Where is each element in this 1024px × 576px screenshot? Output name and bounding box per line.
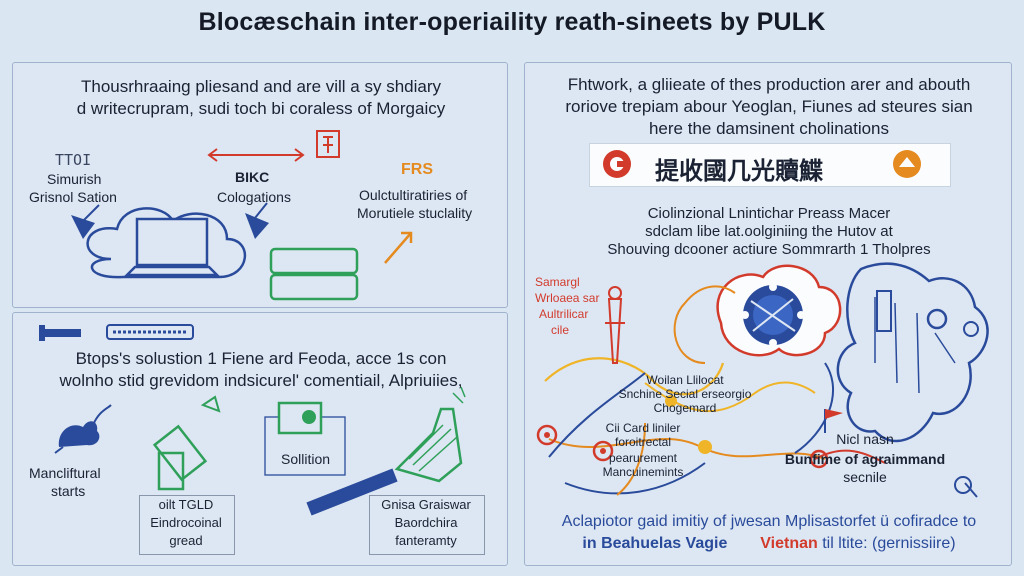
box1-line2: Eindrocoinal bbox=[150, 515, 222, 530]
footer-line2-c: til ltite: (gernissiire) bbox=[822, 535, 956, 552]
laptop-icon bbox=[123, 217, 221, 277]
map-low-label1: Cii Card liniler bbox=[605, 421, 681, 435]
footer-line2-b: Vietnan bbox=[760, 535, 818, 552]
box1-line1: oilt TGLD bbox=[158, 497, 214, 512]
cursor-icon bbox=[71, 215, 95, 239]
footer-line2-a: in Beahuelas Vagie bbox=[582, 535, 728, 552]
logo-orange-icon bbox=[893, 150, 921, 178]
panel-heading-line2: d writecrupram, sudi toch bi coraless of… bbox=[76, 99, 446, 118]
sticker-icon bbox=[152, 395, 221, 491]
box2-line2: Baordchira bbox=[394, 515, 458, 530]
page-title: Blocæschain inter-operiaility reath-sine… bbox=[198, 8, 826, 36]
footer-line1: Aclapiotor gaid imitiy of jwesan Mplisas… bbox=[561, 513, 977, 530]
box2-line3: fanteramty bbox=[395, 533, 457, 548]
node-mid-label: Cologations bbox=[217, 189, 291, 205]
flag-icon bbox=[824, 409, 843, 433]
node-right-label1: Oulctultiratiries of bbox=[359, 187, 468, 203]
key-icon bbox=[39, 325, 81, 341]
box1 bbox=[139, 495, 235, 555]
node-icon bbox=[536, 424, 558, 446]
globe-icon bbox=[741, 283, 805, 347]
building-icon bbox=[394, 386, 466, 483]
node-right-code: FRS bbox=[401, 161, 433, 178]
sub-line2: sdclam libe lat.oolginiing the Hutov at bbox=[645, 223, 893, 240]
node-left-code: TTOI bbox=[55, 151, 92, 169]
map-right-label2: Bunfime of agraimmand bbox=[784, 451, 946, 467]
map-left-label3: Aultrilicar bbox=[539, 307, 589, 321]
map-right-label1: Nicl nasn bbox=[836, 431, 894, 447]
box2-line1: Gnisa Graiswar bbox=[381, 497, 471, 512]
document-icon bbox=[316, 130, 340, 158]
panel-right: Fhtwork, a gliieate of thes production a… bbox=[524, 62, 1012, 566]
box2 bbox=[369, 495, 485, 555]
map-left-label2: Wrloaea sar bbox=[535, 291, 600, 305]
item1-label1: Mancliftural bbox=[29, 465, 101, 481]
top-left-illustration bbox=[71, 130, 413, 301]
panel-heading-line1: Fhtwork, a gliieate of thes production a… bbox=[567, 75, 971, 94]
lock-icon bbox=[277, 401, 323, 435]
node-left-label1: Simurish bbox=[47, 171, 102, 187]
map-left-label1: Samargl bbox=[535, 275, 580, 289]
logo-banner bbox=[589, 143, 951, 187]
item1-label2: starts bbox=[51, 483, 86, 499]
box1-line3: gread bbox=[169, 533, 203, 548]
map-left-label4: cile bbox=[551, 323, 570, 337]
bottom-left-illustration bbox=[39, 324, 466, 516]
node-icon bbox=[698, 440, 712, 454]
arrow-icon bbox=[964, 482, 978, 498]
cursor-icon bbox=[245, 213, 269, 239]
map-mid-label2: Snchine Secial erseorgio bbox=[618, 387, 752, 401]
network-map-illustration bbox=[536, 150, 989, 498]
panel-heading-line1: Thousrhraaing pliesand and are vill a sy… bbox=[80, 77, 442, 96]
node-icon bbox=[809, 449, 829, 469]
arrow-icon bbox=[384, 232, 412, 264]
item2-label: Sollition bbox=[281, 451, 331, 467]
map-low-label2: foroitrectal bbox=[614, 435, 672, 449]
cloud-icon bbox=[86, 207, 246, 279]
panel-heading-line3: here the damsinent cholinations bbox=[648, 119, 890, 138]
map-low-label4: Mancuinemints bbox=[602, 465, 684, 479]
map-mid-label3: Chogemard bbox=[653, 401, 717, 415]
bar-icon bbox=[306, 468, 398, 516]
node-right-label2: Morutiele stuclality bbox=[357, 205, 473, 221]
node-icon bbox=[592, 440, 614, 462]
node-left-label2: Grisnol Sation bbox=[29, 189, 117, 205]
rat-icon bbox=[54, 404, 112, 454]
map-mid-label1: Woilan Llilocat bbox=[646, 373, 724, 387]
battery-icon bbox=[269, 247, 359, 301]
sub-line1: Ciolinzional Lnintichar Preass Macer bbox=[647, 205, 891, 222]
panel-heading-line2: roriove trepiam abour Yeoglan, Fiunes ad… bbox=[565, 97, 973, 116]
node-mid-code: BIKC bbox=[235, 169, 270, 185]
sub-line3: Shouving dcooner actiure Sommrarth 1 Tho… bbox=[607, 241, 931, 258]
panel-bottom-left: Btops's solustion 1 Fiene ard Feoda, acc… bbox=[12, 312, 508, 566]
panel-top-left: Thousrhraaing pliesand and are vill a sy… bbox=[12, 62, 508, 308]
banner-text: 提收國几光贖鰈 bbox=[655, 157, 823, 185]
node-icon bbox=[926, 308, 979, 494]
tower-icon bbox=[605, 286, 625, 364]
panel-heading-line2: wolnho stid grevidom indsicurel' comenti… bbox=[59, 371, 463, 390]
map-right-label3: secnile bbox=[843, 469, 887, 485]
logo-red-icon bbox=[603, 150, 631, 178]
node-icon bbox=[665, 395, 677, 407]
battery-icon bbox=[106, 324, 194, 340]
map-icon bbox=[836, 262, 989, 443]
panel-heading-line1: Btops's solustion 1 Fiene ard Feoda, acc… bbox=[75, 349, 447, 368]
map-low-label3: pearurement bbox=[608, 451, 678, 465]
double-arrow-icon bbox=[207, 148, 305, 162]
footer-line2: in Beahuelas Vagie Vietnan til ltite: (g… bbox=[525, 535, 1013, 553]
